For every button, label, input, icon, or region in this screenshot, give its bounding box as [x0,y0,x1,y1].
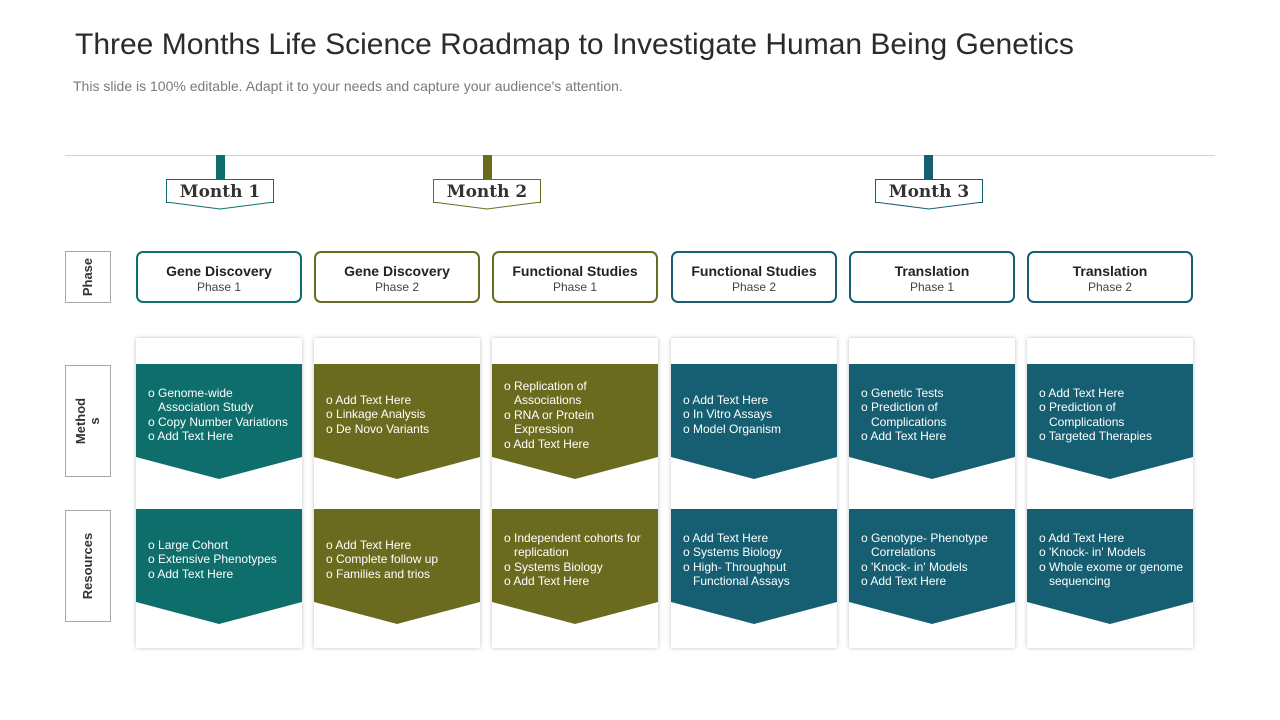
resources-item: Whole exome or genome sequencing [1039,560,1187,589]
row-label-phase: Phase [65,251,111,303]
resources-list: Large CohortExtensive PhenotypesAdd Text… [136,538,302,581]
methods-item: Model Organism [683,422,831,436]
slide-subtitle: This slide is 100% editable. Adapt it to… [73,78,623,94]
month-2-label: Month 2 [433,179,541,203]
resources-block: Add Text HereComplete follow upFamilies … [314,509,480,624]
methods-item: Add Text Here [683,393,831,407]
resources-item: Complete follow up [326,552,474,566]
methods-block: Add Text HerePrediction of Complications… [1027,364,1193,479]
resources-item: Add Text Here [148,567,296,581]
methods-item: Replication of Associations [504,379,652,408]
resources-item: Large Cohort [148,538,296,552]
resources-item: Add Text Here [504,574,652,588]
methods-item: De Novo Variants [326,422,474,436]
methods-list: Genome-wide Association StudyCopy Number… [136,386,302,444]
resources-list: Add Text HereComplete follow upFamilies … [314,538,480,581]
methods-item: Add Text Here [504,437,652,451]
column-card-1: Genome-wide Association StudyCopy Number… [136,338,302,648]
month-1-stem [216,155,225,179]
methods-item: Add Text Here [148,429,296,443]
methods-block: Add Text HereLinkage AnalysisDe Novo Var… [314,364,480,479]
resources-block: Add Text Here'Knock- in' ModelsWhole exo… [1027,509,1193,624]
methods-list: Add Text HerePrediction of Complications… [1027,386,1193,444]
resources-item: Genotype- Phenotype Correlations [861,531,1009,560]
timeline-line [65,155,1215,156]
methods-list: Add Text HereLinkage AnalysisDe Novo Var… [314,393,480,436]
resources-item: Families and trios [326,567,474,581]
resources-item: Add Text Here [861,574,1009,588]
resources-item: 'Knock- in' Models [861,560,1009,574]
methods-item: Prediction of Complications [1039,400,1187,429]
methods-item: Genetic Tests [861,386,1009,400]
month-1-tip [166,202,274,210]
column-card-6: Add Text HerePrediction of Complications… [1027,338,1193,648]
column-card-2: Add Text HereLinkage AnalysisDe Novo Var… [314,338,480,648]
column-card-3: Replication of AssociationsRNA or Protei… [492,338,658,648]
methods-item: Genome-wide Association Study [148,386,296,415]
methods-block: Genetic TestsPrediction of Complications… [849,364,1015,479]
resources-block: Genotype- Phenotype Correlations'Knock- … [849,509,1015,624]
resources-block: Independent cohorts for replicationSyste… [492,509,658,624]
column-card-5: Genetic TestsPrediction of Complications… [849,338,1015,648]
methods-block: Genome-wide Association StudyCopy Number… [136,364,302,479]
methods-item: RNA or Protein Expression [504,408,652,437]
methods-list: Add Text HereIn Vitro AssaysModel Organi… [671,393,837,436]
resources-block: Add Text HereSystems BiologyHigh- Throug… [671,509,837,624]
resources-list: Add Text Here'Knock- in' ModelsWhole exo… [1027,531,1193,589]
methods-item: Copy Number Variations [148,415,296,429]
slide-title: Three Months Life Science Roadmap to Inv… [75,28,1074,61]
methods-item: Targeted Therapies [1039,429,1187,443]
column-card-4: Add Text HereIn Vitro AssaysModel Organi… [671,338,837,648]
methods-block: Replication of AssociationsRNA or Protei… [492,364,658,479]
methods-item: Add Text Here [861,429,1009,443]
resources-item: Add Text Here [683,531,831,545]
methods-list: Replication of AssociationsRNA or Protei… [492,379,658,451]
row-label-resources: Resources [65,510,111,622]
month-3-tip [875,202,983,210]
methods-item: Linkage Analysis [326,407,474,421]
resources-item: Independent cohorts for replication [504,531,652,560]
resources-item: Add Text Here [326,538,474,552]
resources-block: Large CohortExtensive PhenotypesAdd Text… [136,509,302,624]
methods-item: Add Text Here [1039,386,1187,400]
resources-list: Add Text HereSystems BiologyHigh- Throug… [671,531,837,589]
resources-item: Add Text Here [1039,531,1187,545]
resources-list: Genotype- Phenotype Correlations'Knock- … [849,531,1015,589]
methods-item: Prediction of Complications [861,400,1009,429]
methods-list: Genetic TestsPrediction of Complications… [849,386,1015,444]
resources-item: Extensive Phenotypes [148,552,296,566]
methods-block: Add Text HereIn Vitro AssaysModel Organi… [671,364,837,479]
resources-item: 'Knock- in' Models [1039,545,1187,559]
resources-item: High- Throughput Functional Assays [683,560,831,589]
resources-list: Independent cohorts for replicationSyste… [492,531,658,589]
row-label-methods: Method s [65,365,111,477]
month-1-label: Month 1 [166,179,274,203]
month-2-tip [433,202,541,210]
month-3-stem [924,155,933,179]
resources-item: Systems Biology [504,560,652,574]
methods-item: Add Text Here [326,393,474,407]
methods-item: In Vitro Assays [683,407,831,421]
resources-item: Systems Biology [683,545,831,559]
month-3-label: Month 3 [875,179,983,203]
month-2-stem [483,155,492,179]
